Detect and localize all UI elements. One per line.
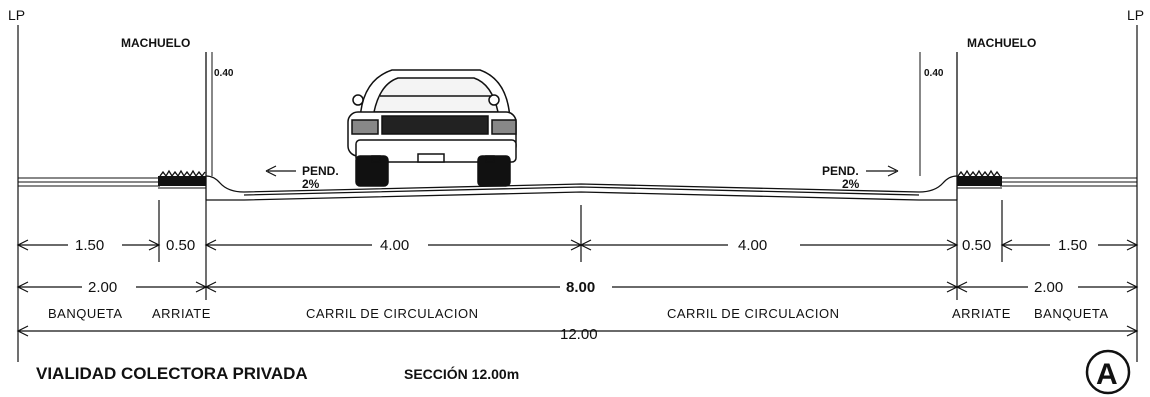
section-label: SECCIÓN 12.00m — [404, 365, 519, 382]
zone-arriate-left: ARRIATE — [152, 306, 211, 321]
dim-banqueta-right: 1.50 — [1058, 237, 1087, 254]
planter-grass-right — [957, 169, 1002, 189]
dim-carril-right: 4.00 — [738, 237, 767, 254]
zone-carril-left: CARRIL DE CIRCULACION — [306, 306, 479, 321]
slope-left-value: 2% — [302, 177, 320, 191]
dim-total: 12.00 — [560, 326, 598, 343]
sidewalk-left — [18, 177, 160, 187]
lp-label-right: LP — [1127, 7, 1144, 23]
dimension-total — [16, 325, 1139, 337]
dimension-row-2 — [16, 281, 1139, 293]
sidewalk-right — [1000, 177, 1137, 187]
dim-arriate-right: 0.50 — [962, 237, 991, 254]
slope-left-label: PEND. — [302, 164, 339, 178]
dim-left-side: 2.00 — [88, 279, 117, 296]
drawing-title: VIALIDAD COLECTORA PRIVADA — [36, 364, 308, 383]
slope-right-label: PEND. — [822, 164, 859, 178]
slope-right-value: 2% — [842, 177, 860, 191]
section-marker-circle — [1085, 349, 1131, 395]
dim-banqueta-left: 1.50 — [75, 237, 104, 254]
dimension-row-1 — [16, 200, 1139, 300]
dim-right-side: 2.00 — [1034, 279, 1063, 296]
zone-carril-right: CARRIL DE CIRCULACION — [667, 306, 840, 321]
zone-banqueta-right: BANQUETA — [1034, 306, 1109, 321]
dim-carril-left: 4.00 — [380, 237, 409, 254]
planter-grass-left — [158, 169, 206, 189]
slope-arrow-left — [265, 165, 296, 177]
zone-arriate-right: ARRIATE — [952, 306, 1011, 321]
dim-roadway: 8.00 — [566, 279, 595, 296]
zone-banqueta-left: BANQUETA — [48, 306, 123, 321]
car-rear-icon — [347, 69, 517, 187]
pavement — [243, 183, 920, 201]
curb-height-left: 0.40 — [214, 68, 234, 79]
lp-label-left: LP — [8, 7, 25, 23]
machuelo-label-left: MACHUELO — [121, 36, 190, 50]
curb-right — [918, 52, 958, 201]
dim-arriate-left: 0.50 — [166, 237, 195, 254]
section-marker-letter: A — [1096, 358, 1118, 391]
curb-height-right: 0.40 — [924, 68, 944, 79]
curb-left — [205, 52, 245, 201]
slope-arrow-right — [866, 165, 899, 177]
machuelo-label-right: MACHUELO — [967, 36, 1036, 50]
